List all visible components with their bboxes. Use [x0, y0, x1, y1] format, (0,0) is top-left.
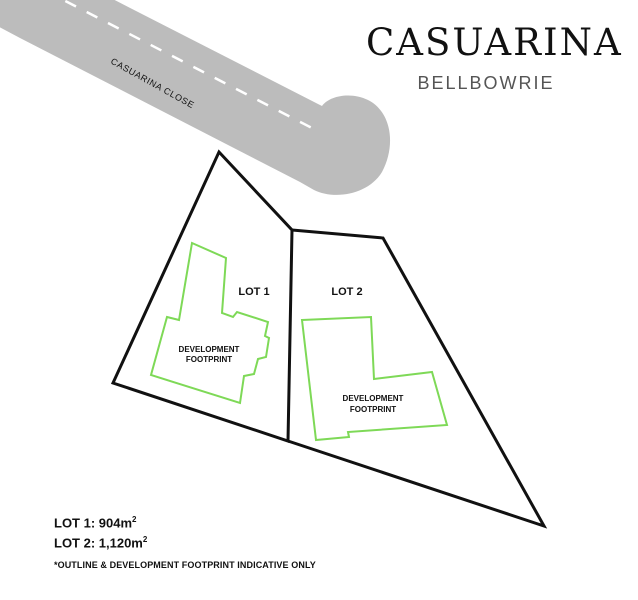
lot-2-area-unit-superscript: 2 — [142, 535, 148, 545]
lot-1-area-text: LOT 1: 904m — [54, 515, 133, 531]
lot-1-area-unit-superscript: 2 — [132, 515, 137, 524]
lot-2-boundary — [287, 228, 548, 529]
lot-2-area: LOT 2: 1,120m2 — [54, 531, 147, 551]
lot-1-footprint-label-line1: DEVELOPMENT — [179, 345, 240, 354]
road-surface — [0, 0, 391, 195]
development-footprints — [149, 241, 449, 442]
lot-1-area: LOT 1: 904m2 — [54, 511, 147, 531]
lot-2-area-text: LOT 2: 1,120m — [54, 535, 143, 551]
lot-area-summary: LOT 1: 904m2 LOT 2: 1,120m2 — [54, 511, 147, 552]
lot-1-development-footprint — [149, 241, 271, 405]
lot-1-footprint-label-line2: FOOTPRINT — [186, 355, 232, 364]
road-center-dashes — [60, 0, 313, 130]
lot-2-footprint-label-line2: FOOTPRINT — [350, 405, 396, 414]
brand-title: CASUARINA — [366, 21, 623, 64]
brand-subtitle: BELLBOWRIE — [417, 73, 555, 93]
lot-1-label: LOT 1 — [238, 286, 269, 298]
lot-2-label: LOT 2 — [331, 286, 362, 298]
lot-2-development-footprint — [300, 315, 449, 442]
disclaimer-note: *OUTLINE & DEVELOPMENT FOOTPRINT INDICAT… — [54, 560, 316, 570]
road-casuarina-close — [0, 0, 391, 195]
lot-boundaries — [110, 149, 548, 529]
lot-2-footprint-label-line1: DEVELOPMENT — [343, 394, 404, 403]
